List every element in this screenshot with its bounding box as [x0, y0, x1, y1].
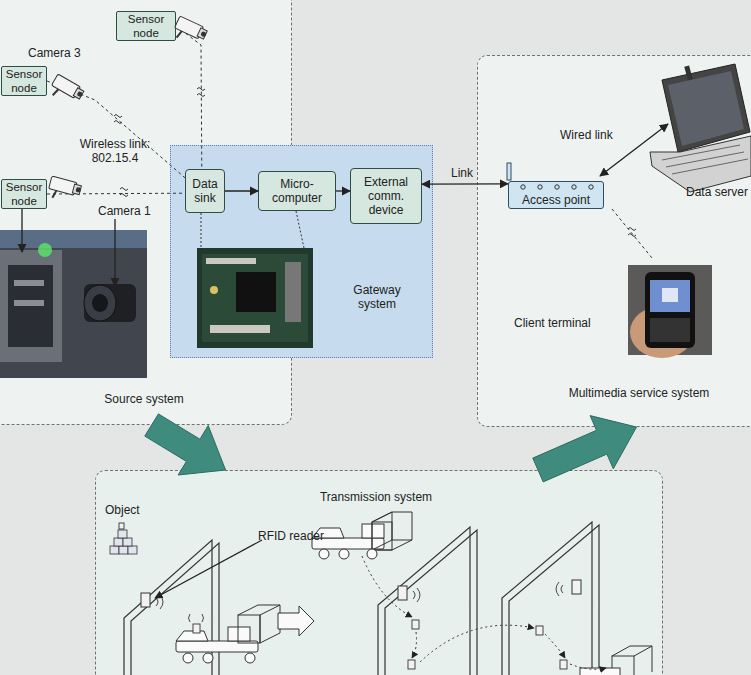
vehicle	[312, 512, 412, 559]
annotation-label: Client terminal	[514, 316, 614, 330]
rfid-gate	[124, 522, 599, 675]
hollow-arrow	[278, 606, 314, 636]
phone-photo	[628, 265, 712, 358]
wireless-link	[176, 26, 202, 169]
camera-icon	[171, 16, 208, 48]
node-label: Data sink	[187, 177, 223, 205]
dotted-leader	[296, 211, 304, 248]
board-photo	[197, 248, 313, 348]
process-box: Data sink	[185, 169, 225, 213]
flow-arrow	[533, 416, 637, 482]
node-label: Sensor node	[118, 12, 174, 40]
rfid-reader	[141, 580, 581, 607]
node-label: Gateway system	[341, 283, 413, 311]
node-label: Source system	[84, 392, 204, 406]
wireless-link	[47, 81, 185, 178]
flow-arrow	[145, 414, 226, 475]
annotation-label: Wireless link: 802.15.4	[70, 137, 160, 165]
node-label: Transmission system	[306, 490, 446, 504]
camera-photo	[0, 230, 147, 378]
node-label: External comm. device	[352, 175, 420, 217]
leader-arrow	[155, 540, 262, 598]
vehicle	[176, 605, 280, 663]
camera-icon	[48, 74, 86, 108]
process-box: External comm. device	[350, 168, 422, 224]
leader-arrow	[114, 219, 115, 286]
data-connector	[225, 190, 258, 191]
annotation-label: RFID reader	[258, 529, 338, 543]
wireless-link-line	[612, 209, 652, 258]
radio-waves	[156, 582, 563, 622]
sensor-node: Sensor node	[1, 179, 47, 209]
node-label: Sensor node	[3, 180, 45, 208]
node-label: Sensor node	[3, 67, 45, 95]
sensor-node: Sensor node	[1, 66, 47, 96]
annotation-label: Wired link	[560, 128, 630, 142]
node-label: Micro-computer	[260, 177, 334, 205]
annotation-label: Camera 3	[28, 46, 88, 60]
vehicle	[580, 646, 652, 675]
data-connector	[422, 183, 508, 185]
movement-path	[362, 556, 606, 669]
access-point-lights	[521, 185, 593, 189]
data-connector	[336, 190, 350, 191]
dotted-leader	[201, 213, 202, 248]
camera-icon	[47, 176, 83, 204]
node-label: Access point	[522, 193, 590, 207]
object-stack	[110, 530, 137, 554]
edge-label: Link	[451, 166, 473, 180]
sensor-node: Sensor node	[116, 11, 176, 41]
annotation-label: Object	[105, 503, 155, 517]
annotation-label: Camera 1	[98, 204, 168, 218]
node-label: Multimedia service system	[549, 386, 729, 400]
process-box: Micro-computer	[258, 171, 336, 211]
antenna	[507, 163, 511, 180]
wireless-squiggle	[114, 88, 636, 237]
rfid-tag	[119, 523, 567, 669]
leader-arrow	[21, 209, 22, 252]
annotation-label: Data server	[686, 185, 751, 199]
laptop-icon	[650, 64, 751, 192]
